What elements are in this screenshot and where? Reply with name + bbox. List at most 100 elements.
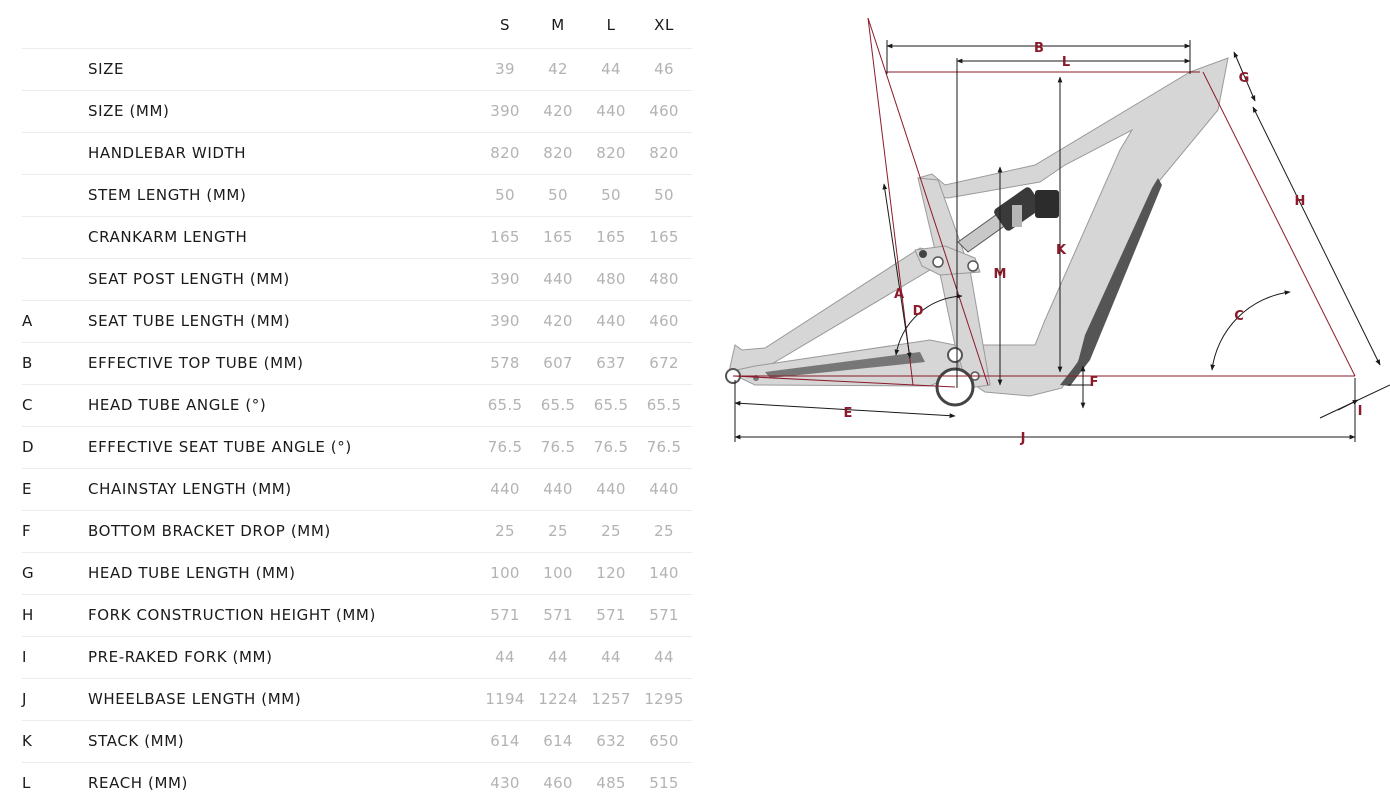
- row-value: 571: [649, 606, 679, 624]
- dim-c-arc: [1210, 290, 1291, 371]
- row-label: PRE-RAKED FORK (MM): [88, 648, 273, 666]
- row-value: 485: [596, 774, 626, 792]
- row-value: 390: [490, 312, 520, 330]
- row-value: 100: [490, 564, 520, 582]
- row-value: 44: [601, 60, 621, 78]
- row-value: 515: [649, 774, 679, 792]
- row-value: 25: [601, 522, 621, 540]
- shock-reservoir: [1035, 190, 1059, 218]
- row-value: 1295: [644, 690, 684, 708]
- row-label: BOTTOM BRACKET DROP (MM): [88, 522, 331, 540]
- row-value: 50: [601, 186, 621, 204]
- row-letter: D: [22, 438, 34, 456]
- size-header-xl: XL: [654, 16, 674, 34]
- dim-i-b: [1337, 399, 1359, 411]
- row-value: 440: [649, 480, 679, 498]
- row-value: 44: [601, 648, 621, 666]
- row-label: SEAT POST LENGTH (MM): [88, 270, 290, 288]
- row-value: 440: [596, 102, 626, 120]
- table-row: SIZE 39 42 44 46: [22, 49, 692, 91]
- row-value: 420: [543, 102, 573, 120]
- row-value: 42: [548, 60, 568, 78]
- row-value: 50: [495, 186, 515, 204]
- shock-mount: [967, 260, 979, 272]
- row-value: 571: [490, 606, 520, 624]
- row-value: 1194: [485, 690, 525, 708]
- row-value: 65.5: [487, 396, 523, 414]
- row-label: SIZE (MM): [88, 102, 170, 120]
- row-value: 50: [654, 186, 674, 204]
- row-value: 614: [490, 732, 520, 750]
- row-value: 440: [543, 270, 573, 288]
- row-letter: A: [22, 312, 33, 330]
- size-header-row: S M L XL: [22, 0, 692, 49]
- row-value: 65.5: [593, 396, 629, 414]
- label-a: A: [894, 287, 904, 302]
- row-value: 25: [654, 522, 674, 540]
- rocker-bolt: [932, 256, 944, 268]
- label-h: H: [1295, 194, 1306, 209]
- row-label: SEAT TUBE LENGTH (MM): [88, 312, 291, 330]
- size-header-l: L: [606, 16, 616, 34]
- row-value: 460: [543, 774, 573, 792]
- row-letter: E: [22, 480, 32, 498]
- row-value: 165: [596, 228, 626, 246]
- dimension-lines: [734, 40, 1390, 442]
- frame-geometry-diagram: B L G H K M A D C F E I J: [725, 17, 1390, 446]
- row-letter: C: [22, 396, 33, 414]
- label-c: C: [1234, 309, 1244, 324]
- row-value: 100: [543, 564, 573, 582]
- label-b: B: [1034, 41, 1044, 56]
- main-pivot: [947, 347, 963, 363]
- row-label: EFFECTIVE TOP TUBE (MM): [88, 354, 304, 372]
- row-value: 165: [543, 228, 573, 246]
- row-label: STEM LENGTH (MM): [88, 186, 247, 204]
- row-value: 820: [596, 144, 626, 162]
- label-k: K: [1056, 243, 1067, 258]
- dim-d-arc: [894, 293, 963, 356]
- row-value: 39: [495, 60, 515, 78]
- row-value: 820: [490, 144, 520, 162]
- row-value: 480: [649, 270, 679, 288]
- row-value: 390: [490, 270, 520, 288]
- row-value: 430: [490, 774, 520, 792]
- row-label: SIZE: [88, 60, 125, 78]
- row-label: CHAINSTAY LENGTH (MM): [88, 480, 292, 498]
- row-letter: B: [22, 354, 33, 372]
- row-value: 440: [596, 312, 626, 330]
- label-j: J: [1020, 431, 1026, 446]
- row-value: 637: [596, 354, 626, 372]
- row-value: 76.5: [540, 438, 576, 456]
- row-value: 820: [649, 144, 679, 162]
- row-value: 76.5: [487, 438, 523, 456]
- row-value: 25: [548, 522, 568, 540]
- row-value: 165: [490, 228, 520, 246]
- row-value: 650: [649, 732, 679, 750]
- row-value: 607: [543, 354, 573, 372]
- shock-adjuster: [1012, 205, 1022, 227]
- down-tube-accent: [1060, 178, 1162, 386]
- size-header-s: S: [499, 16, 511, 34]
- row-value: 571: [543, 606, 573, 624]
- row-value: 46: [654, 60, 674, 78]
- row-value: 165: [649, 228, 679, 246]
- row-value: 44: [548, 648, 568, 666]
- dim-e: [734, 400, 956, 419]
- row-letter: F: [22, 522, 31, 540]
- row-value: 76.5: [593, 438, 629, 456]
